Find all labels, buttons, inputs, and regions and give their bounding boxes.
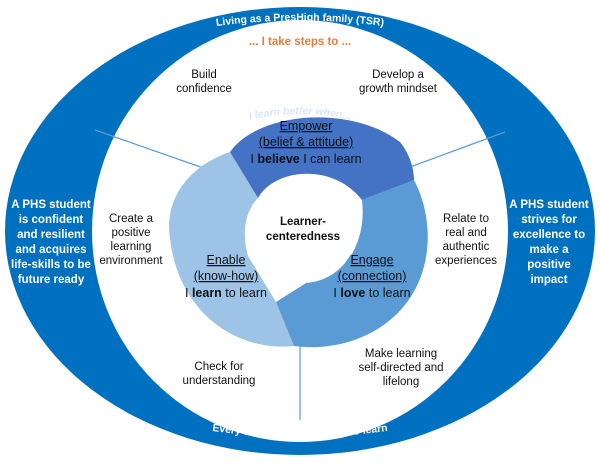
text-line: self-directed and (358, 362, 443, 374)
text-line: Make learning (365, 348, 437, 360)
text-line: life-skills to be (11, 259, 91, 271)
left-statement: A PHS student is confident and resilient an… (11, 199, 91, 286)
inner-heading: I learn better when... (248, 105, 353, 123)
step-build-confidence: Build confidence (176, 69, 232, 95)
text-line: and acquires (16, 244, 87, 256)
step-growth-mindset: Develop a growth mindset (359, 69, 438, 95)
empower-subtitle: (belief & attitude) (259, 135, 354, 149)
text-line: and resilient (17, 229, 85, 241)
text-line: real and (445, 227, 487, 239)
empower-statement: I believe I can learn (250, 152, 361, 166)
center-label: Learner-centeredness (266, 216, 340, 243)
steps-heading: ... I take steps to ... (249, 36, 351, 48)
text-line: Relate to (443, 213, 489, 225)
text-line: impact (530, 274, 567, 286)
segment-enable (169, 152, 294, 347)
text-line: is confident (19, 214, 84, 226)
segment-empower (230, 117, 414, 200)
text-line: lifelong (383, 376, 419, 388)
text-line: positive (527, 259, 570, 271)
center-circle (249, 175, 357, 283)
text-line: authentic (443, 241, 490, 253)
enable-text: Enable (know-how) I learn to learn (185, 253, 267, 300)
empower-text: Empower (belief & attitude) I believe I … (250, 119, 361, 166)
right-statement: A PHS student strives for excellence to mak… (509, 199, 589, 286)
enable-subtitle: (know-how) (194, 269, 259, 283)
text-line: make a (529, 244, 569, 256)
text-line: Create a (109, 213, 154, 225)
enable-title: Enable (207, 253, 246, 267)
engage-subtitle: (connection) (338, 269, 407, 283)
engage-text: Engage (connection) I love to learn (333, 253, 410, 300)
engage-statement: I love to learn (333, 286, 410, 300)
text-line: Learner- (280, 216, 326, 228)
text-line: Develop a (372, 69, 424, 81)
enable-statement: I learn to learn (185, 286, 267, 300)
text-line: A PHS student (509, 199, 589, 211)
text-line: positive (112, 227, 151, 239)
text-line: learning (111, 241, 152, 253)
step-check-understanding: Check for understanding (183, 361, 256, 387)
text-line: experiences (435, 255, 497, 267)
text-line: Check for (194, 361, 243, 373)
segment-engage (276, 180, 428, 348)
step-relate-real: Relate to real and authentic experiences (435, 213, 497, 267)
text-line: environment (99, 255, 163, 267)
text-line: A PHS student (11, 199, 91, 211)
empower-title: Empower (280, 119, 333, 133)
text-line: understanding (183, 375, 256, 387)
step-positive-environment: Create a positive learning environment (99, 213, 163, 267)
text-line: future ready (18, 274, 85, 286)
engage-title: Engage (350, 253, 393, 267)
ring-bottom-label: Every student has the right to learn (212, 422, 389, 440)
text-line: growth mindset (359, 83, 438, 95)
text-line: excellence to (513, 229, 585, 241)
text-line: strives for (521, 214, 577, 226)
text-line: Build (191, 69, 217, 81)
step-self-directed: Make learning self-directed and lifelong (358, 348, 443, 388)
ring-top-label: Living as a PresHigh family (TSR) (215, 11, 384, 29)
text-line: confidence (176, 83, 232, 95)
text-line: centeredness (266, 231, 340, 243)
inner-ring (169, 117, 428, 348)
